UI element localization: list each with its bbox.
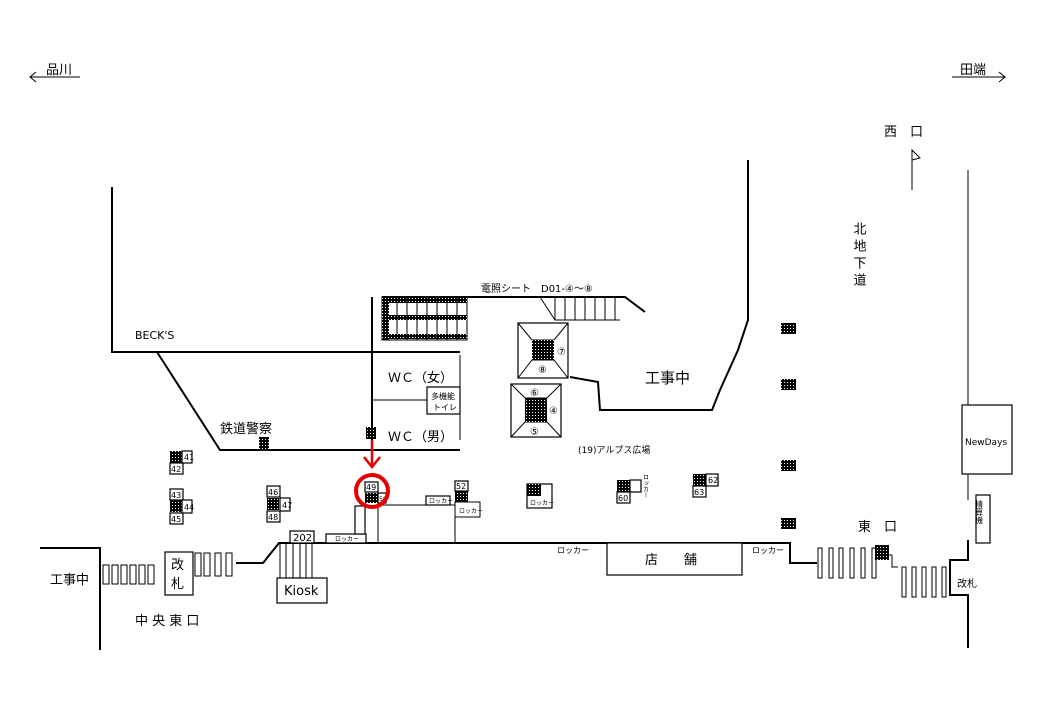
svg-text:田端: 田端 xyxy=(960,63,986,78)
structure-lines xyxy=(40,160,969,650)
railway-police-label: 鉄道警察 xyxy=(220,421,272,437)
svg-text:⑧: ⑧ xyxy=(538,365,547,376)
svg-text:⑥: ⑥ xyxy=(530,388,539,399)
svg-text:202: 202 xyxy=(293,533,312,544)
construction-left-label: 工事中 xyxy=(50,573,89,588)
fare-adjust-machine xyxy=(975,494,991,544)
svg-text:48: 48 xyxy=(268,513,278,522)
svg-text:品川: 品川 xyxy=(46,63,72,78)
svg-text:46: 46 xyxy=(268,488,278,497)
svg-text:Kiosk: Kiosk xyxy=(284,584,319,599)
highlight-marker xyxy=(354,440,390,509)
svg-text:43: 43 xyxy=(171,491,181,500)
svg-text:精算機: 精算機 xyxy=(975,499,984,525)
east-exit-label: 東 口 xyxy=(858,519,897,535)
west-exit-label: 西 口 xyxy=(884,125,923,140)
spots: 41 42 43 44 45 46 47 48 49 50 52 ロッカー 60… xyxy=(169,450,719,525)
shop xyxy=(606,542,743,576)
becks-label: BECK'S xyxy=(135,329,174,342)
columns-right xyxy=(781,323,796,529)
east-gates xyxy=(817,547,947,598)
central-east-exit-label: 中 央 東 口 xyxy=(135,613,199,629)
svg-text:改: 改 xyxy=(171,558,184,573)
highlight-circle xyxy=(354,473,390,509)
wc-female-label: ＷＣ（女） xyxy=(388,370,453,386)
svg-text:52: 52 xyxy=(456,482,466,491)
svg-text:44: 44 xyxy=(184,503,194,512)
locker xyxy=(425,495,451,506)
locker-label: ロッカー xyxy=(752,546,784,555)
svg-text:60: 60 xyxy=(618,494,628,503)
construction-upper-label: 工事中 xyxy=(645,369,690,387)
spot-202 xyxy=(289,530,315,544)
column xyxy=(875,545,889,560)
svg-text:ロッカー: ロッカー xyxy=(429,498,453,505)
west-exit-flag-icon xyxy=(911,148,921,190)
central-gates xyxy=(102,552,233,585)
svg-text:札: 札 xyxy=(171,577,184,592)
escalator-upper: ⑦⑧ xyxy=(517,322,569,379)
column xyxy=(366,427,376,439)
locker xyxy=(354,505,366,535)
svg-text:50: 50 xyxy=(379,496,387,503)
svg-text:NewDays: NewDays xyxy=(965,438,1007,448)
svg-text:⑤: ⑤ xyxy=(530,427,539,438)
stairs-left xyxy=(381,296,468,341)
multi-toilet xyxy=(426,386,461,415)
svg-text:62: 62 xyxy=(708,476,718,485)
svg-text:41: 41 xyxy=(184,453,194,462)
svg-text:ロッカー: ロッカー xyxy=(459,508,483,515)
svg-text:多機能: 多機能 xyxy=(431,391,455,401)
svg-text:⑦: ⑦ xyxy=(557,347,566,358)
kiosk-stairs xyxy=(279,543,313,578)
svg-text:トイレ: トイレ xyxy=(433,403,457,412)
newdays-store xyxy=(961,404,1013,475)
gate-east-label: 改札 xyxy=(957,577,977,590)
wc-male-label: ＷＣ（男） xyxy=(388,430,453,445)
sign-sheet-label: 電照シート D01-④～⑧ xyxy=(481,283,593,295)
svg-text:45: 45 xyxy=(171,515,181,524)
kiosk xyxy=(276,577,328,604)
alps-plaza-label: (19)アルプス広場 xyxy=(578,444,650,456)
locker xyxy=(325,533,367,544)
svg-text:47: 47 xyxy=(282,501,292,510)
stairs-right xyxy=(539,296,620,321)
svg-text:42: 42 xyxy=(171,465,181,474)
gate-central xyxy=(164,551,194,596)
north-underpass-label: 北地下道 xyxy=(851,222,867,290)
locker-label: ロッカー xyxy=(557,546,589,555)
svg-text:49: 49 xyxy=(366,483,376,492)
svg-text:店 舗: 店 舗 xyxy=(645,553,697,568)
direction-right: 田端 xyxy=(952,63,1006,83)
svg-text:63: 63 xyxy=(694,488,704,497)
svg-text:ロッカー: ロッカー xyxy=(642,474,649,498)
escalator-lower: ⑥④⑤ xyxy=(510,383,562,438)
direction-left: 品川 xyxy=(29,63,80,83)
svg-text:ロッカー: ロッカー xyxy=(335,536,359,543)
svg-text:④: ④ xyxy=(549,406,558,417)
svg-text:ロッカー: ロッカー xyxy=(530,500,554,507)
column xyxy=(259,437,269,449)
